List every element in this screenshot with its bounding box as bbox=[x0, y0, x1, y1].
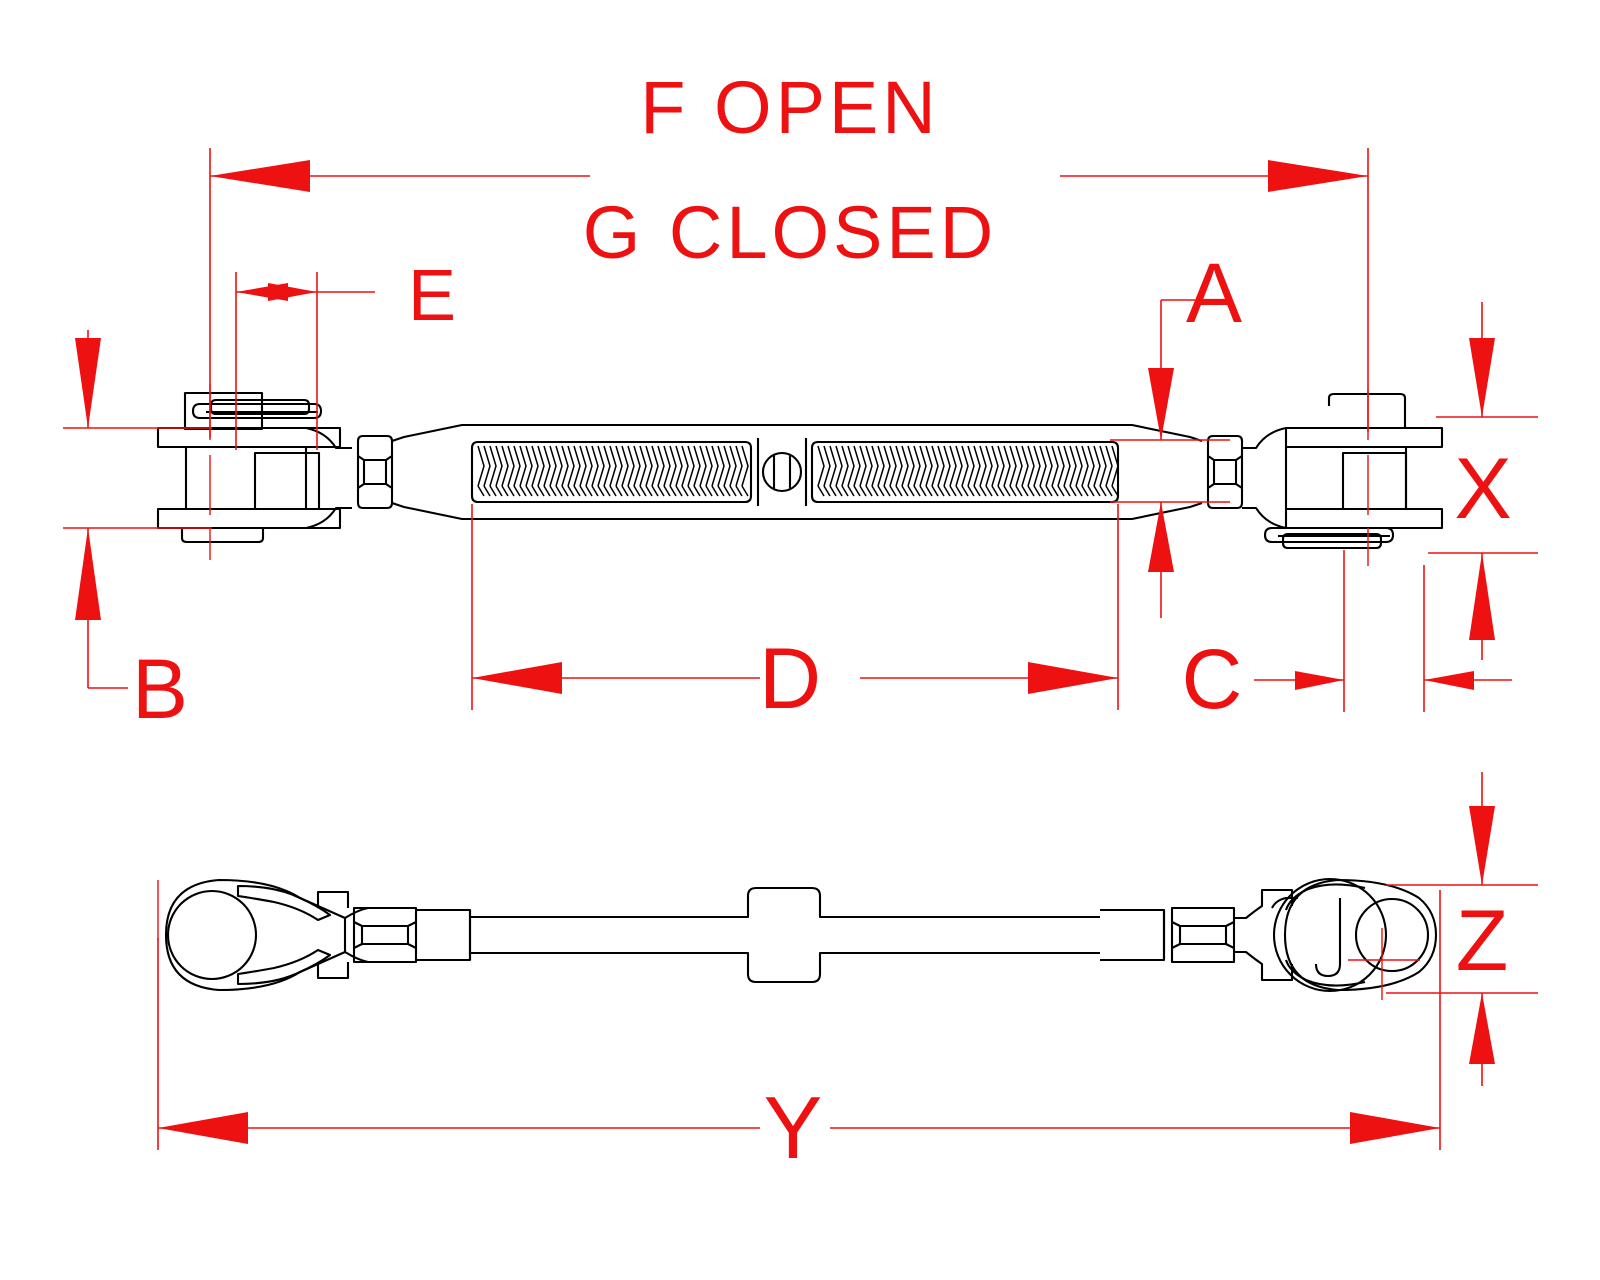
right-eye-tab bbox=[1271, 896, 1298, 909]
label-z: Z bbox=[1456, 893, 1509, 989]
left-nut-side-outline bbox=[352, 906, 418, 964]
z-arrow-bottom bbox=[1469, 993, 1495, 1064]
right-nut-side-outline bbox=[1170, 906, 1236, 964]
body-side-top-edge bbox=[470, 886, 1100, 919]
left-cotter-pin-inner bbox=[209, 398, 311, 416]
right-nut-outline bbox=[1206, 434, 1244, 510]
left-eye-pin-top bbox=[236, 884, 332, 922]
body-center-hole bbox=[761, 451, 803, 493]
label-c: C bbox=[1182, 632, 1243, 726]
left-cotter-pin-outer bbox=[191, 402, 323, 420]
side-rotated-view bbox=[164, 877, 1438, 993]
left-eye-pin-bottom bbox=[236, 948, 332, 986]
z-arrow-top bbox=[1469, 806, 1495, 885]
right-jaw-bottom-flange bbox=[1284, 507, 1444, 530]
right-eye-pin-bottom bbox=[1285, 959, 1366, 987]
b-arrow-bottom bbox=[75, 528, 101, 620]
front-elevation-view bbox=[156, 391, 1444, 550]
side-view-centerlines bbox=[157, 880, 1420, 1000]
side-view-dimensions: Z Y bbox=[157, 772, 1538, 1177]
right-hex-nut bbox=[1206, 434, 1244, 510]
right-eye-assembly bbox=[1233, 877, 1438, 993]
left-nut-side-top-chamfer bbox=[353, 921, 417, 928]
d-arrow-left bbox=[472, 662, 562, 694]
left-jaw-lower-pin-boss bbox=[180, 528, 265, 544]
y-arrow-left bbox=[158, 1112, 248, 1144]
label-a: A bbox=[1186, 246, 1242, 340]
left-shank-transition-top bbox=[305, 426, 352, 450]
right-nut-side-top-chamfer bbox=[1171, 921, 1235, 928]
right-hex-nut-side bbox=[1170, 906, 1236, 964]
left-eye-boss-top bbox=[316, 890, 350, 908]
fg-arrow-left bbox=[210, 160, 310, 192]
right-rod-thread-hatch bbox=[817, 445, 1119, 497]
right-eye-cotter-pin bbox=[1314, 898, 1342, 978]
right-eye-body bbox=[1283, 878, 1438, 992]
dimension-f-g-overall bbox=[209, 148, 1369, 438]
label-y: Y bbox=[764, 1078, 823, 1177]
front-view-dimensions: E B A bbox=[63, 148, 1538, 736]
right-nut-top-chamfer bbox=[1207, 455, 1243, 462]
right-jaw-assembly bbox=[1242, 392, 1444, 550]
a-arrow-bottom bbox=[1148, 502, 1174, 572]
left-jaw-assembly bbox=[156, 391, 352, 544]
right-nut-side-bottom-chamfer bbox=[1171, 942, 1235, 949]
left-nut-top-chamfer bbox=[357, 455, 393, 462]
right-eye-neck-top bbox=[1234, 888, 1294, 920]
body-outline-bottom bbox=[391, 502, 1203, 521]
right-eye-ring-outer bbox=[1272, 877, 1388, 993]
left-nut-bottom-chamfer bbox=[357, 482, 393, 489]
body-outline-top bbox=[391, 423, 1203, 442]
c-arrow-left bbox=[1295, 671, 1344, 690]
left-threaded-rod bbox=[470, 438, 760, 506]
right-jaw-top-flange bbox=[1284, 426, 1444, 449]
dimension-a: A bbox=[1110, 246, 1242, 618]
x-arrow-top bbox=[1469, 338, 1495, 417]
left-eye-assembly bbox=[164, 878, 372, 992]
b-arrow-top bbox=[75, 338, 101, 428]
label-e: E bbox=[408, 256, 456, 336]
left-eye-body bbox=[164, 878, 347, 992]
right-eye-neck-bottom bbox=[1233, 950, 1294, 982]
right-eye-hole bbox=[1354, 897, 1430, 973]
label-d: D bbox=[759, 631, 821, 727]
label-b: B bbox=[132, 642, 188, 736]
dimension-e: E bbox=[235, 256, 456, 450]
e-arrow-right bbox=[268, 283, 317, 301]
fg-arrow-right bbox=[1268, 160, 1368, 192]
dimension-y: Y bbox=[157, 890, 1441, 1177]
left-jaw-bottom-flange bbox=[156, 507, 342, 530]
right-jaw-upper-ear bbox=[1327, 392, 1407, 428]
x-arrow-bottom bbox=[1469, 553, 1495, 640]
dimension-c: C bbox=[1182, 550, 1512, 726]
right-cotter-pin-outer bbox=[1263, 526, 1395, 544]
label-g-closed: G CLOSED bbox=[583, 191, 997, 274]
c-arrow-right bbox=[1424, 671, 1474, 690]
left-eye-hole bbox=[166, 889, 258, 981]
dimension-x: X bbox=[1428, 302, 1538, 660]
left-rod-outline bbox=[470, 440, 753, 504]
body-side-bottom-edge bbox=[470, 951, 1100, 984]
right-nut-bottom-chamfer bbox=[1207, 482, 1243, 489]
right-eye-pin-top bbox=[1285, 883, 1366, 911]
turnbuckle-body bbox=[391, 423, 1203, 521]
dimension-b: B bbox=[63, 330, 212, 736]
dimension-d: D bbox=[471, 504, 1119, 727]
left-shank-transition-bottom bbox=[305, 506, 352, 530]
left-hex-nut-side bbox=[352, 906, 418, 964]
dimension-z: Z bbox=[1386, 772, 1538, 1086]
label-x: X bbox=[1454, 441, 1511, 537]
a-arrow-top bbox=[1148, 368, 1174, 440]
left-eye-boss-bottom bbox=[316, 962, 350, 980]
d-arrow-right bbox=[1028, 662, 1118, 694]
label-f-open: F OPEN bbox=[640, 66, 939, 149]
left-nut-side-bottom-chamfer bbox=[353, 942, 417, 949]
right-shank-transition-top bbox=[1242, 426, 1287, 450]
front-view-centerlines bbox=[209, 384, 1369, 566]
left-rod-thread-hatch bbox=[477, 445, 749, 497]
body-side-profile bbox=[416, 886, 1166, 984]
y-arrow-right bbox=[1350, 1112, 1440, 1144]
